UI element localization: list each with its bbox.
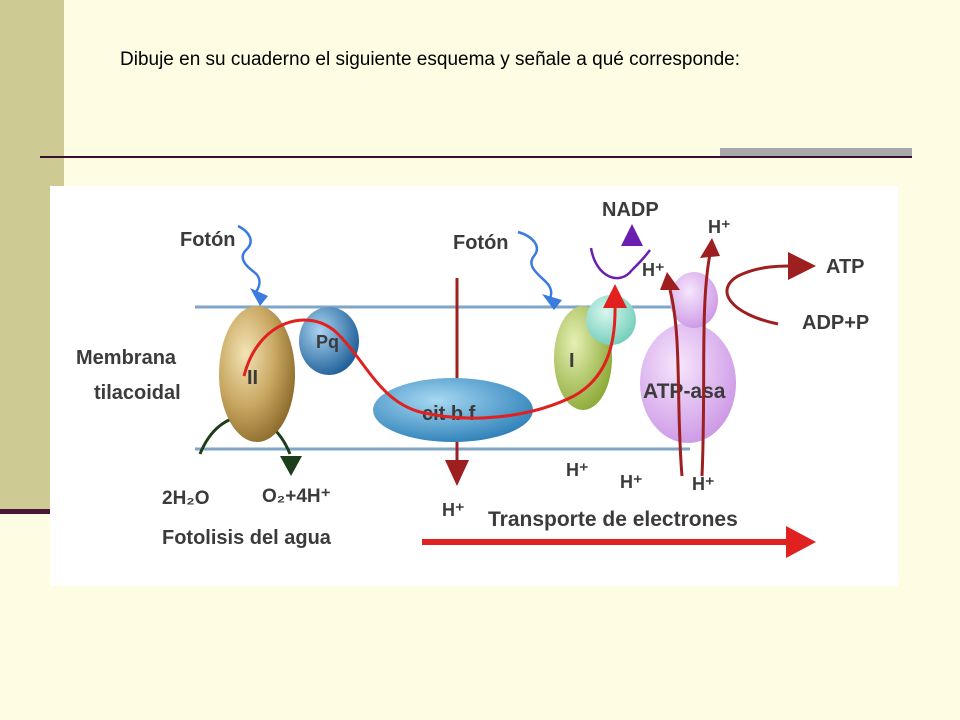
photosystem-2 — [219, 306, 295, 442]
nadp-arrowhead — [621, 224, 643, 246]
fotolisis-arrowhead — [280, 456, 302, 476]
photon-left-wave — [237, 224, 261, 293]
atp-arrowhead — [788, 252, 816, 280]
proton-path-1-arrowhead — [660, 272, 680, 290]
foton-left-label: Fotón — [180, 229, 236, 251]
cytochrome-bf — [373, 378, 533, 442]
atp-synthesis-arrow — [725, 264, 791, 326]
nadp-curve-end — [631, 249, 651, 271]
atpasa-label: ATP-asa — [643, 380, 726, 403]
atp-label: ATP — [826, 256, 865, 278]
photon-right-wave — [517, 230, 553, 299]
adp-p-label: ADP+P — [802, 312, 869, 334]
membrana-label-line2: tilacoidal — [94, 382, 181, 404]
h2o-label: 2H₂O — [162, 488, 210, 509]
atp-synthase-body — [640, 323, 736, 443]
title-rule-accent — [720, 148, 912, 157]
plastoquinone — [299, 307, 359, 375]
nadp-curve — [589, 247, 633, 280]
cit-label: cit b f — [422, 403, 476, 425]
atp-synthase-head — [670, 272, 718, 328]
title-rule — [40, 156, 912, 158]
cit-proton-arrowhead — [445, 460, 469, 486]
h-top1-label: H⁺ — [642, 260, 665, 280]
proton-path-1 — [668, 289, 684, 477]
slide-instruction: Dibuje en su cuaderno el siguiente esque… — [120, 49, 741, 70]
h-bottom1-label: H⁺ — [566, 460, 589, 480]
ps1-label: I — [569, 350, 575, 372]
h-bottom3-label: H⁺ — [692, 474, 715, 494]
slide-left-bar-accent — [0, 509, 50, 514]
foton-right-label: Fotón — [453, 232, 509, 254]
transporte-label: Transporte de electrones — [488, 508, 738, 531]
nadp-label: NADP — [602, 199, 659, 221]
photon-right-arrowhead — [542, 294, 562, 310]
ps2-label: II — [247, 367, 258, 389]
electron-path-arrowhead — [603, 284, 627, 308]
proton-path-2-arrowhead — [700, 238, 720, 258]
photon-left-arrowhead — [250, 288, 268, 306]
electron-path — [242, 303, 617, 420]
membrana-label-line1: Membrana — [76, 347, 177, 369]
pq-label: Pq — [316, 332, 339, 352]
h-cit-label: H⁺ — [442, 500, 465, 520]
h-bottom2-label: H⁺ — [620, 472, 643, 492]
fotolisis-label: Fotolisis del agua — [162, 527, 332, 549]
proton-path-2 — [700, 253, 712, 477]
o2-label: O₂+4H⁺ — [262, 486, 331, 507]
h-top2-label: H⁺ — [708, 217, 731, 237]
thylakoid-diagram: Membrana tilacoidal Fotón Fotón II Pq ci… — [50, 186, 898, 586]
transporte-arrowhead — [786, 526, 816, 558]
